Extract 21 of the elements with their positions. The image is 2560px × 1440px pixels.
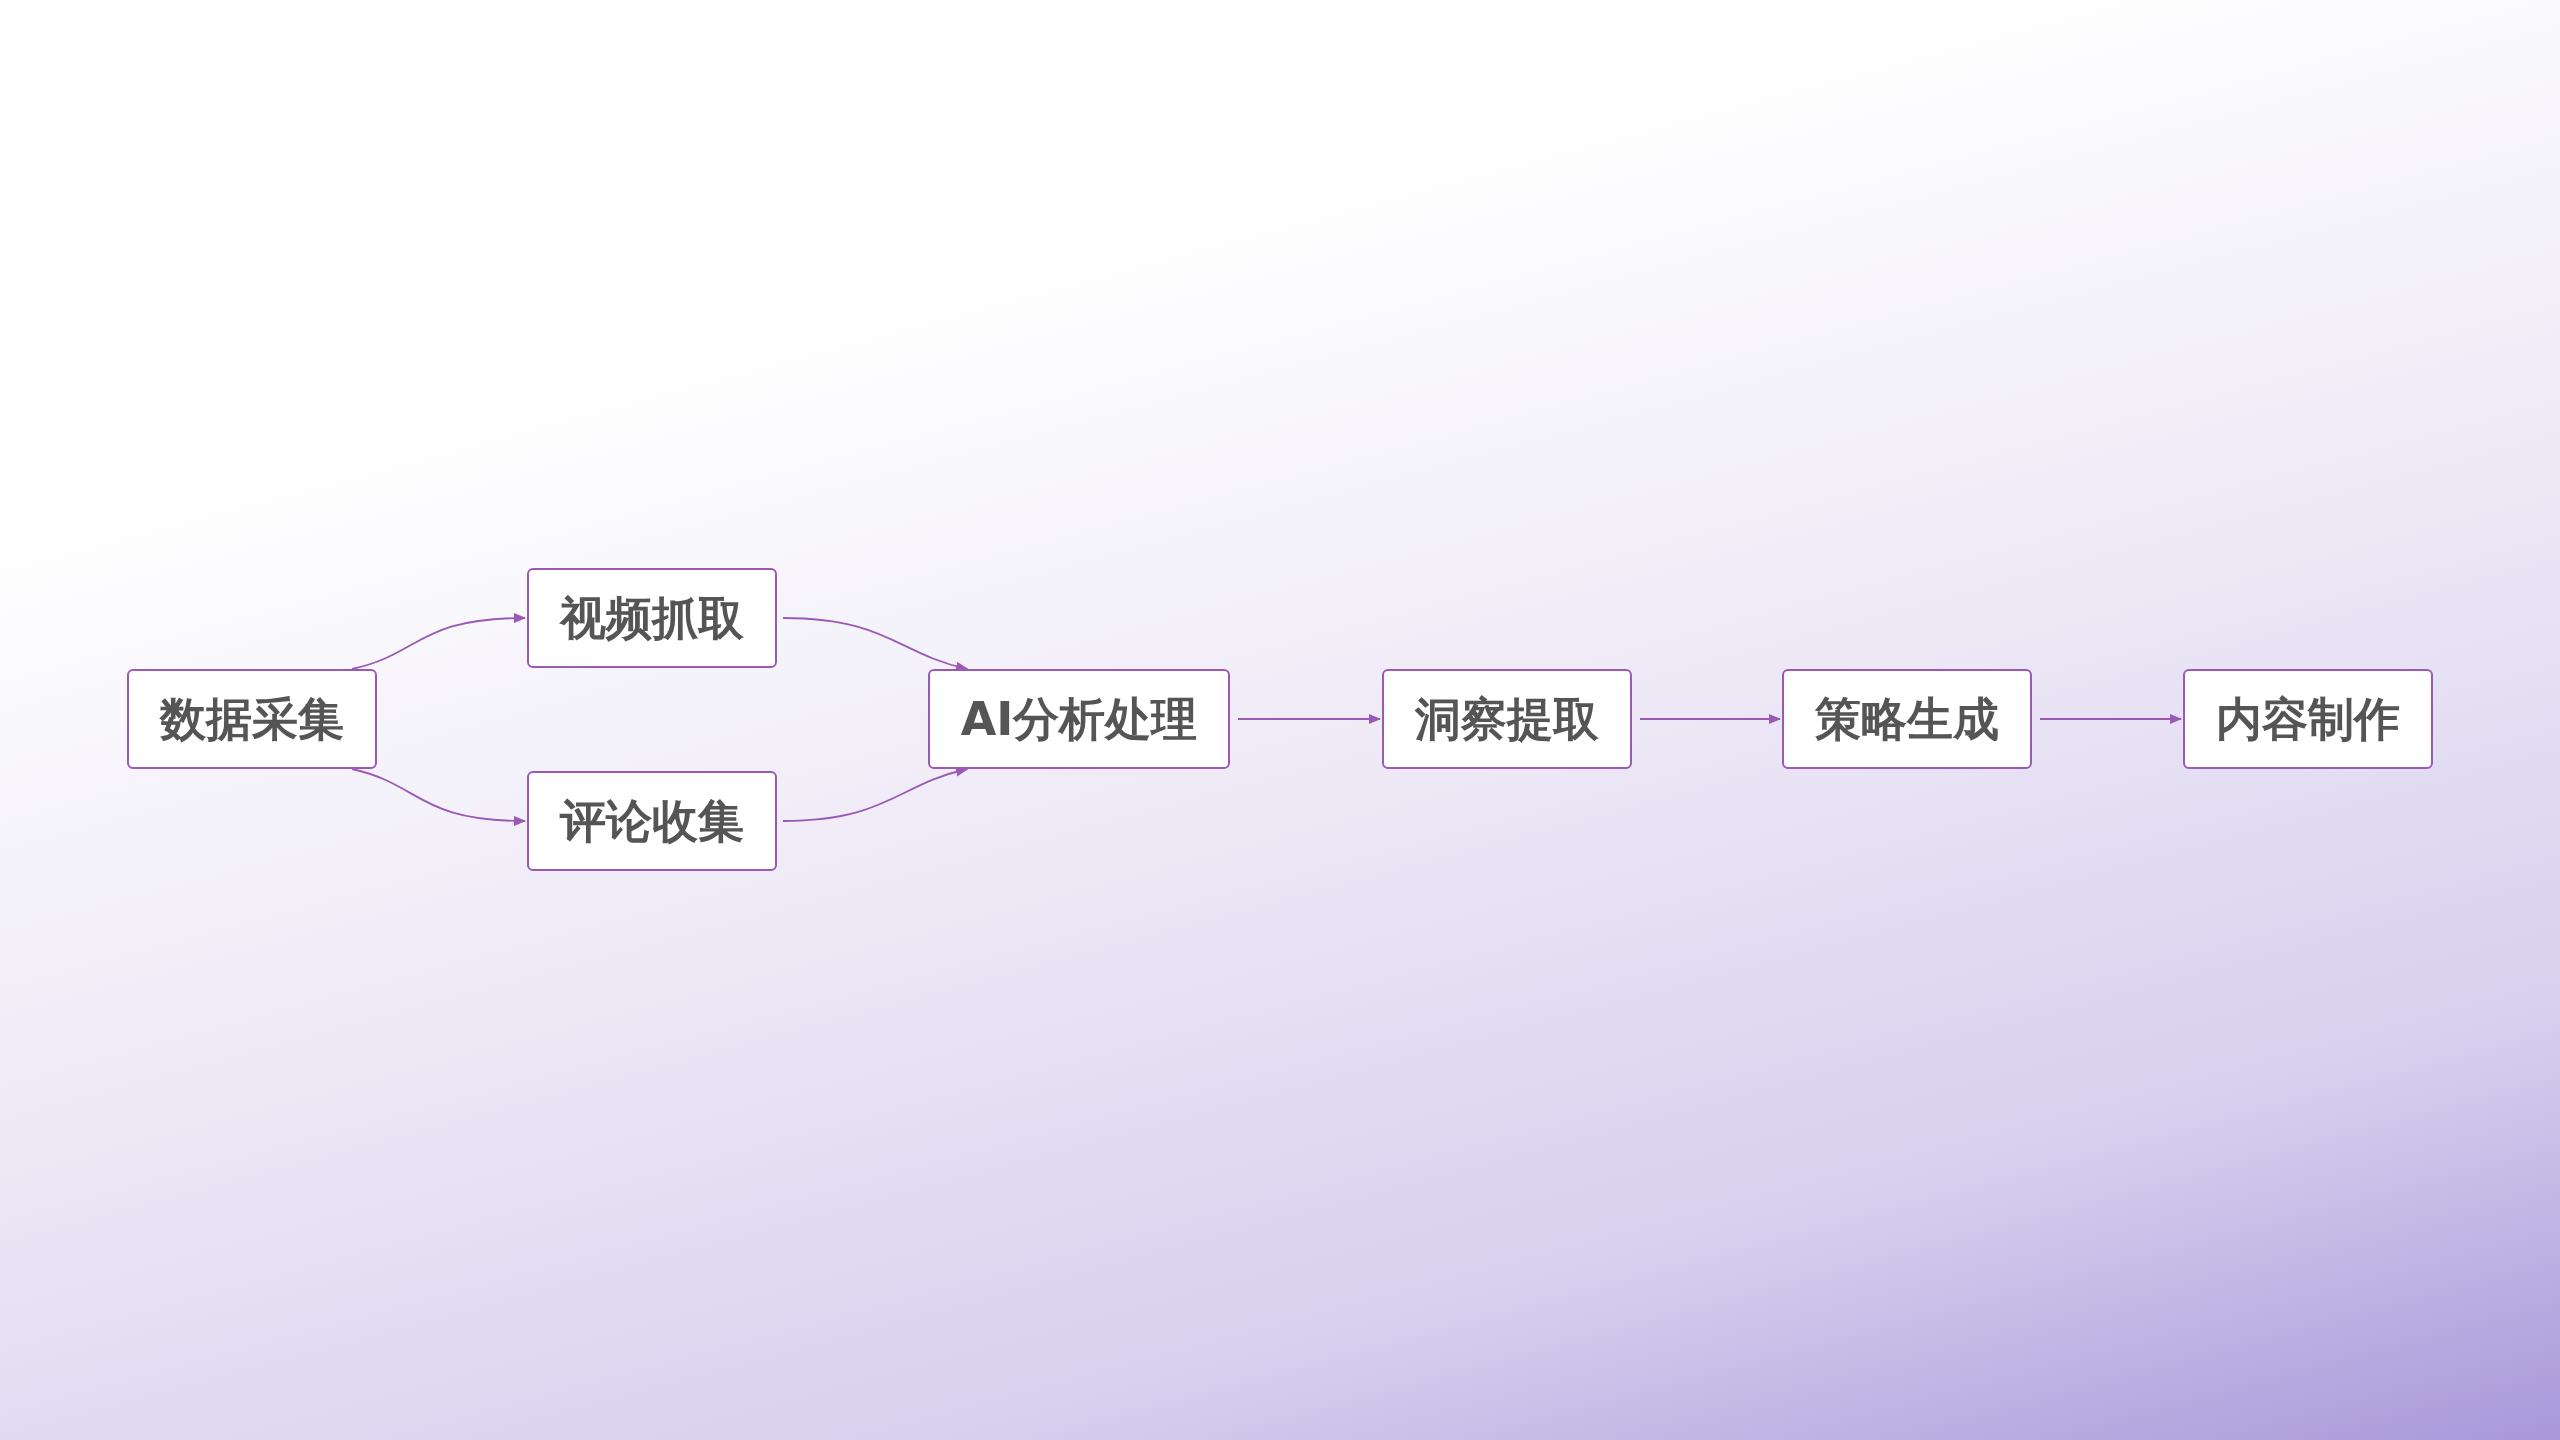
arrow xyxy=(351,613,527,670)
box-label: AI分析处理 xyxy=(960,690,1198,748)
process-box xyxy=(127,669,377,769)
box-label: 评论收集 xyxy=(560,792,744,850)
box-label: 洞察提取 xyxy=(1415,690,1599,748)
process-box xyxy=(2183,669,2433,769)
arrow xyxy=(782,767,969,822)
process-box xyxy=(1382,669,1632,769)
arrow xyxy=(1237,713,1382,725)
arrow xyxy=(2039,713,2183,725)
arrow xyxy=(782,617,969,672)
process-box xyxy=(928,669,1230,769)
arrow xyxy=(1639,713,1782,725)
box-label: 数据采集 xyxy=(160,690,344,748)
box-label: 策略生成 xyxy=(1815,690,1999,748)
process-box xyxy=(527,771,777,871)
box-label: 内容制作 xyxy=(2216,690,2400,748)
process-box xyxy=(1782,669,2032,769)
box-label: 视频抓取 xyxy=(560,589,744,647)
arrow xyxy=(351,768,527,826)
process-box xyxy=(527,568,777,668)
